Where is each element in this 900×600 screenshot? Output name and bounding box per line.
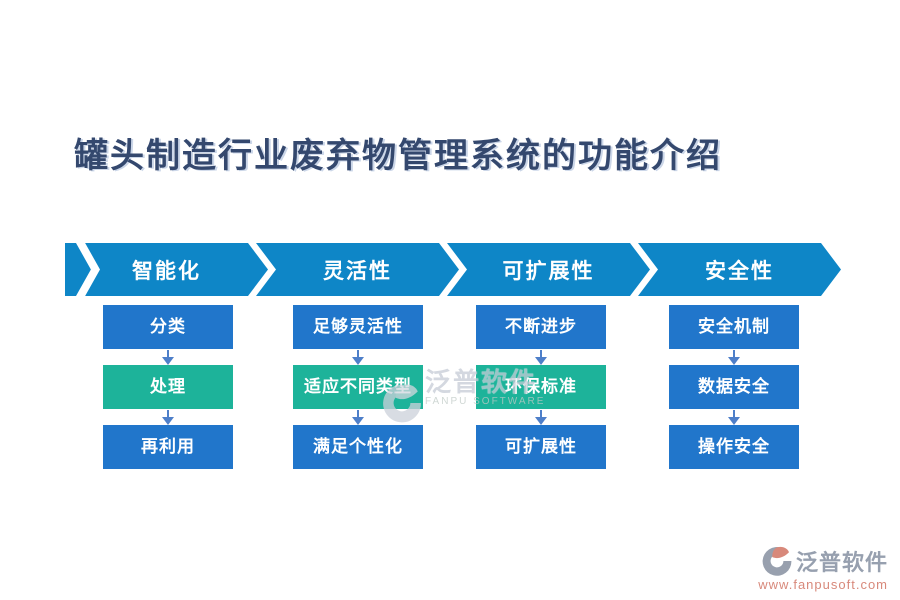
banner-chevron-cut: [76, 243, 100, 296]
down-arrow-icon: [352, 349, 364, 365]
banner-0: 智能化: [65, 243, 268, 296]
page-title: 罐头制造行业废弃物管理系统的功能介绍: [74, 138, 722, 175]
step-box: 分类: [103, 305, 233, 349]
step-box: 可扩展性: [476, 425, 606, 469]
down-arrow-icon: [162, 409, 174, 425]
banner-label: 安全性: [705, 259, 774, 283]
banner-1: 灵活性: [256, 243, 459, 296]
footer-brand: 泛普软件 www.fanpusoft.com: [758, 545, 888, 592]
pillar-column-1: 足够灵活性适应不同类型满足个性化: [293, 305, 423, 469]
banner-label: 智能化: [132, 259, 201, 283]
fanpu-swoosh-logo-icon: [762, 546, 792, 576]
down-arrow-icon: [728, 409, 740, 425]
footer-brand-name: 泛普软件: [795, 550, 888, 575]
pillar-column-0: 分类处理再利用: [103, 305, 233, 469]
pillar-column-2: 不断进步环保标准可扩展性: [476, 305, 606, 469]
banner-label: 灵活性: [323, 259, 392, 283]
step-box: 再利用: [103, 425, 233, 469]
step-box: 处理: [103, 365, 233, 409]
down-arrow-icon: [728, 349, 740, 365]
step-box: 环保标准: [476, 365, 606, 409]
step-box: 不断进步: [476, 305, 606, 349]
pillar-column-3: 安全机制数据安全操作安全: [669, 305, 799, 469]
down-arrow-icon: [535, 349, 547, 365]
footer-brand-url: www.fanpusoft.com: [758, 577, 888, 592]
step-box: 适应不同类型: [293, 365, 423, 409]
banner-label: 可扩展性: [502, 259, 595, 283]
step-box: 安全机制: [669, 305, 799, 349]
step-box: 足够灵活性: [293, 305, 423, 349]
banner-3: 安全性: [638, 243, 841, 296]
step-box: 操作安全: [669, 425, 799, 469]
step-box: 数据安全: [669, 365, 799, 409]
down-arrow-icon: [352, 409, 364, 425]
step-box: 满足个性化: [293, 425, 423, 469]
down-arrow-icon: [535, 409, 547, 425]
down-arrow-icon: [162, 349, 174, 365]
banner-2: 可扩展性: [447, 243, 650, 296]
